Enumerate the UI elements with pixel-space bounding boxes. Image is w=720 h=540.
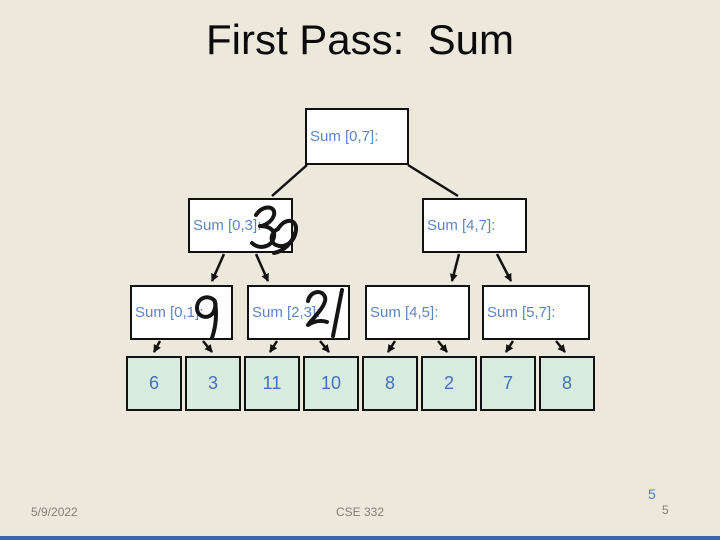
edge-01-to-cell0 xyxy=(152,340,162,353)
array-cell: 10 xyxy=(303,356,359,411)
array-cell: 7 xyxy=(480,356,536,411)
edge-01-to-cell1 xyxy=(202,340,213,353)
array-cell: 8 xyxy=(539,356,595,411)
tree-node-sum-0-1: Sum [0,1]: xyxy=(130,285,233,340)
array-cell: 8 xyxy=(362,356,418,411)
node-label: Sum [0,1]: xyxy=(135,304,204,321)
node-label: Sum [5,7]: xyxy=(487,304,556,321)
node-label: Sum [0,3]: xyxy=(193,217,262,234)
node-label: Sum [0,7]: xyxy=(310,128,379,145)
edge-57-to-cell6 xyxy=(504,340,515,353)
array-cell: 11 xyxy=(244,356,300,411)
edge-root-to-47 xyxy=(407,163,459,198)
slide-title: First Pass: Sum xyxy=(205,16,515,63)
edge-57-to-cell7 xyxy=(555,340,566,353)
tree-node-sum-0-7: Sum [0,7]: xyxy=(305,108,409,165)
edge-47-to-45 xyxy=(449,253,461,282)
edge-03-to-23 xyxy=(254,253,270,282)
tree-node-sum-5-7: Sum [5,7]: xyxy=(482,285,590,340)
tree-node-sum-0-3: Sum [0,3]: xyxy=(188,198,293,253)
edge-root-to-03 xyxy=(271,164,308,197)
array-cell: 3 xyxy=(185,356,241,411)
node-label: Sum [4,7]: xyxy=(427,217,496,234)
node-label: Sum [4,5]: xyxy=(370,304,439,321)
tree-node-sum-4-5: Sum [4,5]: xyxy=(365,285,470,340)
edge-23-to-cell3 xyxy=(319,340,330,353)
footer-course: CSE 332 xyxy=(335,505,385,519)
slide-number-accent: 5 xyxy=(648,486,656,502)
node-label: Sum [2,3]: xyxy=(252,304,321,321)
array-cell: 2 xyxy=(421,356,477,411)
tree-node-sum-4-7: Sum [4,7]: xyxy=(422,198,527,253)
bottom-accent-bar xyxy=(0,536,720,540)
slide-number: 5 xyxy=(662,503,669,517)
footer-date: 5/9/2022 xyxy=(31,505,78,519)
input-array: 6 3 11 10 8 2 7 8 xyxy=(126,356,595,411)
array-cell: 6 xyxy=(126,356,182,411)
edge-47-to-57 xyxy=(495,253,513,282)
edge-45-to-cell5 xyxy=(437,340,448,353)
edge-45-to-cell4 xyxy=(386,340,397,353)
edge-23-to-cell2 xyxy=(268,340,279,353)
tree-node-sum-2-3: Sum [2,3]: xyxy=(247,285,350,340)
edge-03-to-01 xyxy=(210,253,226,282)
